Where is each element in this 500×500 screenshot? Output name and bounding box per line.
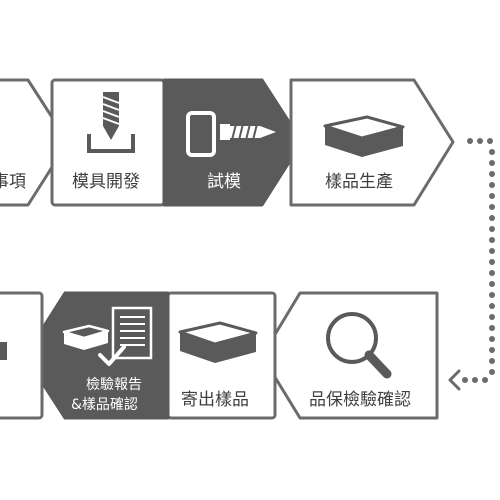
step0-partial-label: 事項 xyxy=(0,172,26,192)
step4-label: 品保檢驗確認 xyxy=(309,390,411,410)
box-icon xyxy=(178,321,258,363)
box-icon xyxy=(323,115,405,157)
step1-label: 模具開發 xyxy=(72,172,140,192)
step6-label-line1: 檢驗報告 xyxy=(86,377,142,393)
box-and-checklist-icon xyxy=(62,306,153,366)
magnifier-icon xyxy=(326,312,392,379)
step2-label-visible: 試模 xyxy=(207,172,241,192)
step7-partial-box xyxy=(0,291,44,420)
step3-label: 樣品生產 xyxy=(325,172,393,192)
screw-into-block-icon xyxy=(186,111,276,157)
step5-label: 寄出樣品 xyxy=(181,390,249,410)
step0-partial-box xyxy=(0,78,70,207)
connector-arrowhead xyxy=(448,369,461,391)
screw-in-holder-icon xyxy=(87,92,135,153)
step6-label-line2: &樣品確認 xyxy=(71,397,138,413)
dotted-connector xyxy=(462,138,495,383)
step7-partial-icon xyxy=(0,342,7,360)
